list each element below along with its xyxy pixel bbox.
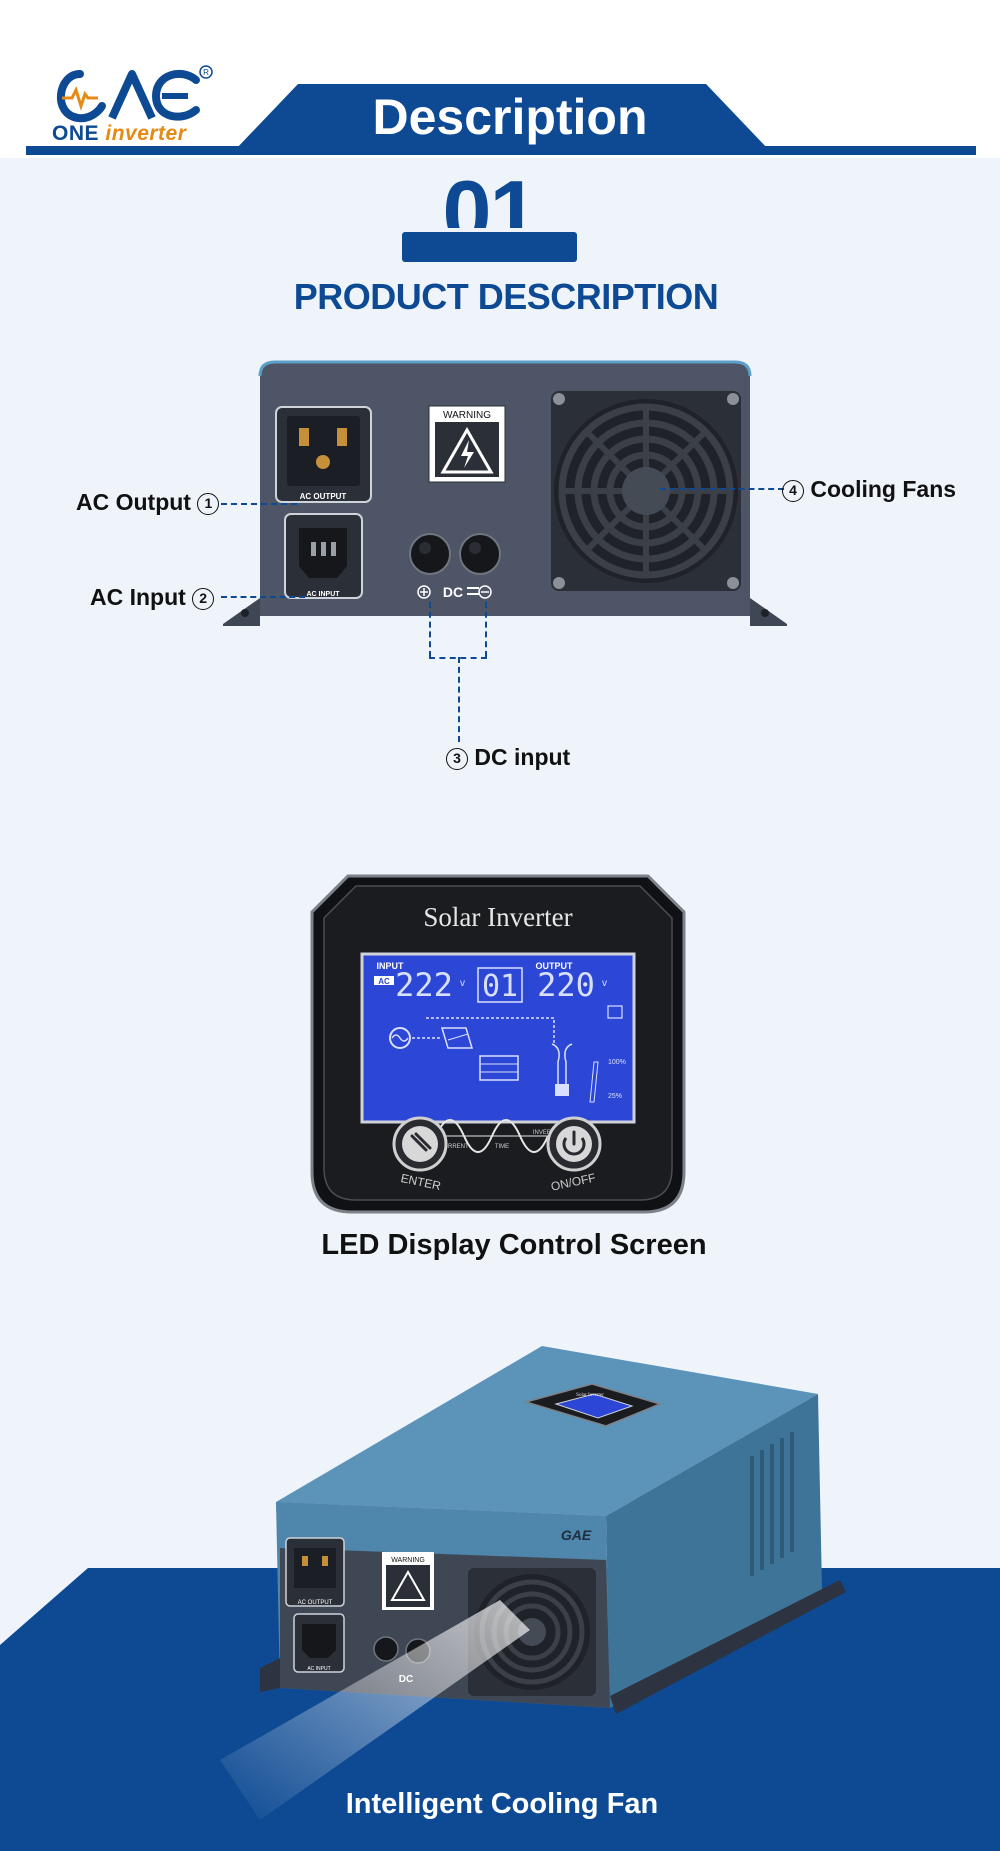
dc-label: DC [443,584,463,600]
section-number-stripe [432,228,547,232]
rear-panel-image: AC OUTPUT AC INPUT WARNING DC [223,360,787,626]
ac-output-leader [221,503,297,505]
unit-ac-output-label: AC OUTPUT [298,1600,333,1606]
section-number: 01 [442,162,539,261]
dc-right-leader [485,602,487,657]
inverter-unit-image: AC OUTPUT AC INPUT WARNING DC GAE Solar … [260,1346,846,1714]
display-input-label: INPUT [377,961,405,971]
unit-warning-label: WARNING [391,1557,425,1564]
ac-input-leader [221,596,305,598]
callout-dc-input: 3 DC input [446,744,570,771]
header-underline [26,146,976,155]
brand-name: ONE [52,122,100,145]
callout-cooling-fans-number: 4 [782,480,804,502]
dc-stem-leader [458,657,460,742]
page-title: Description [372,89,648,145]
display-time-label: TIME [495,1144,509,1150]
display-ac-tag: AC [378,977,390,986]
callout-ac-input-number: 2 [192,588,215,610]
callout-ac-input: AC Input 2 [90,584,215,611]
airflow-effect [220,1600,530,1820]
callout-dc-input-label: DC input [474,744,571,770]
brand-logo-icon: R [57,65,213,123]
unit-mini-brand: Solar Inverter [576,1393,604,1398]
brand-subname: inverter [105,122,187,145]
led-display-image: Solar Inverter INPUT OUTPUT AC 222 v 01 … [310,874,686,1214]
display-load-low: 25% [608,1093,622,1100]
ac-input-port-label: AC INPUT [306,591,340,598]
bottom-band-corner [0,1568,88,1645]
callout-ac-output-label: AC Output [76,489,191,515]
unit-ac-input-label: AC INPUT [307,1666,330,1672]
cooling-fan-caption: Intelligent Cooling Fan [345,1788,659,1820]
display-load-full: 100% [608,1059,626,1066]
section-number-box [402,232,577,262]
header-banner [235,84,769,150]
display-output-label: OUTPUT [536,961,574,971]
display-current-label: CURRENT [439,1144,469,1150]
callout-ac-output: AC Output 1 [76,489,220,516]
section-title: PRODUCT DESCRIPTION [293,276,719,317]
display-input-unit: v [460,978,465,989]
display-inverter-label: INVERTER [533,1130,564,1136]
callout-cooling-fans-label: Cooling Fans [810,476,957,502]
unit-brand-mark: GAE [561,1527,592,1543]
display-mode-value: 01 [482,969,518,1004]
display-output-unit: v [602,978,607,989]
callout-ac-output-number: 1 [197,493,220,515]
cooling-fans-leader [660,488,784,490]
led-display-caption: LED Display Control Screen [321,1229,707,1261]
callout-cooling-fans: 4 Cooling Fans [782,476,956,503]
warning-label: WARNING [443,410,491,421]
callout-dc-input-number: 3 [446,748,468,770]
display-brand: Solar Inverter [423,902,572,932]
dc-left-leader [429,602,431,657]
display-input-value: 222 [395,966,453,1004]
callout-ac-input-label: AC Input [90,584,186,610]
display-output-value: 220 [537,966,595,1004]
svg-text:R: R [203,68,209,77]
ac-output-port-label: AC OUTPUT [300,492,347,501]
brand-logo-text: ONE inverter [52,122,186,146]
